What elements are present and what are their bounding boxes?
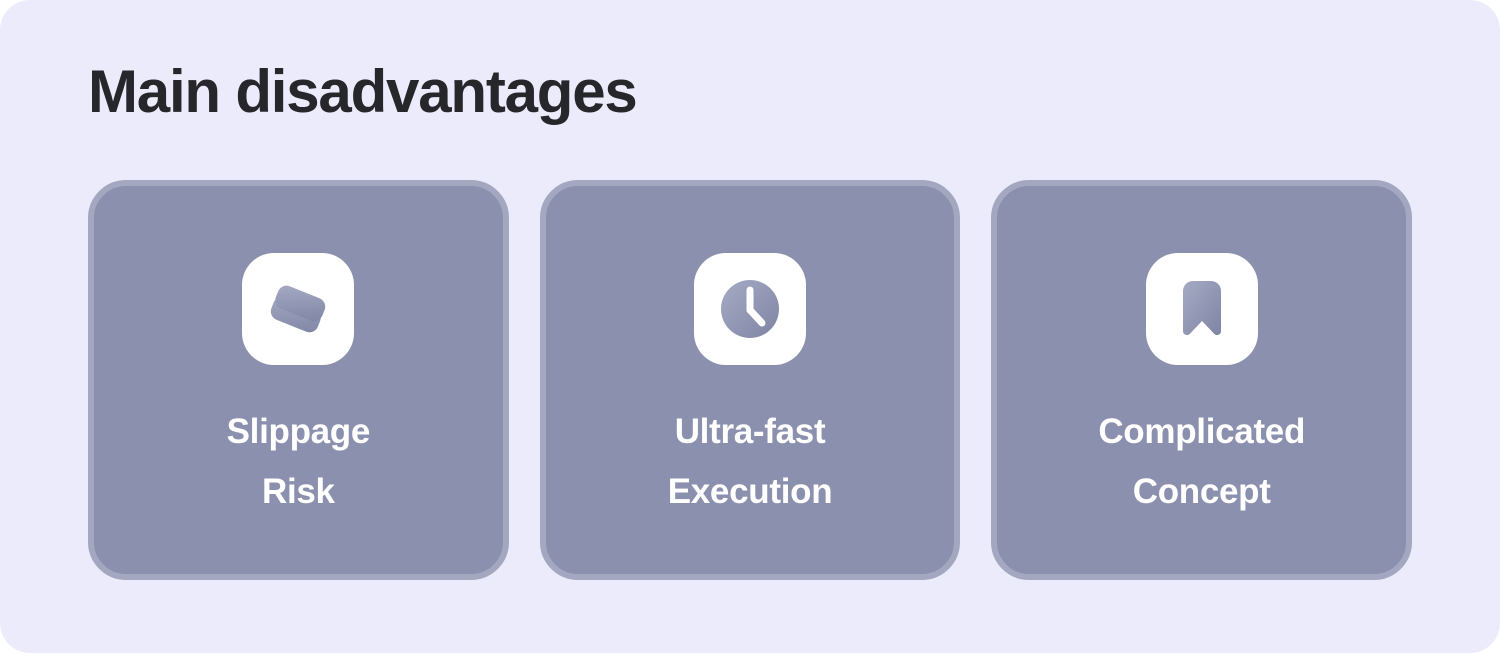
layers-icon: [261, 272, 335, 346]
card-label: Slippage Risk: [94, 402, 503, 522]
card-complicated-concept[interactable]: Complicated Concept: [991, 180, 1413, 580]
card-label-line2: Execution: [667, 472, 833, 512]
card-label-line1: Slippage: [226, 412, 371, 451]
card-label-line1: Ultra-fast: [674, 412, 826, 451]
bookmark-icon: [1165, 272, 1239, 346]
icon-tile: [694, 253, 806, 365]
card-label: Complicated Concept: [997, 402, 1406, 522]
card-slippage-risk[interactable]: Slippage Risk: [88, 180, 509, 580]
card-label-line2: Concept: [1132, 472, 1271, 512]
card-label-line2: Risk: [261, 472, 335, 512]
card-label-line1: Complicated: [1098, 412, 1306, 451]
clock-icon: [713, 272, 787, 346]
icon-tile: [242, 253, 355, 365]
page-title: Main disadvantages: [88, 58, 638, 125]
card-label: Ultra-fast Execution: [546, 402, 955, 522]
card-ultra-fast-execution[interactable]: Ultra-fast Execution: [539, 180, 961, 580]
icon-tile: [1145, 253, 1258, 365]
disadvantage-card-list: Slippage Risk: [88, 180, 1413, 580]
